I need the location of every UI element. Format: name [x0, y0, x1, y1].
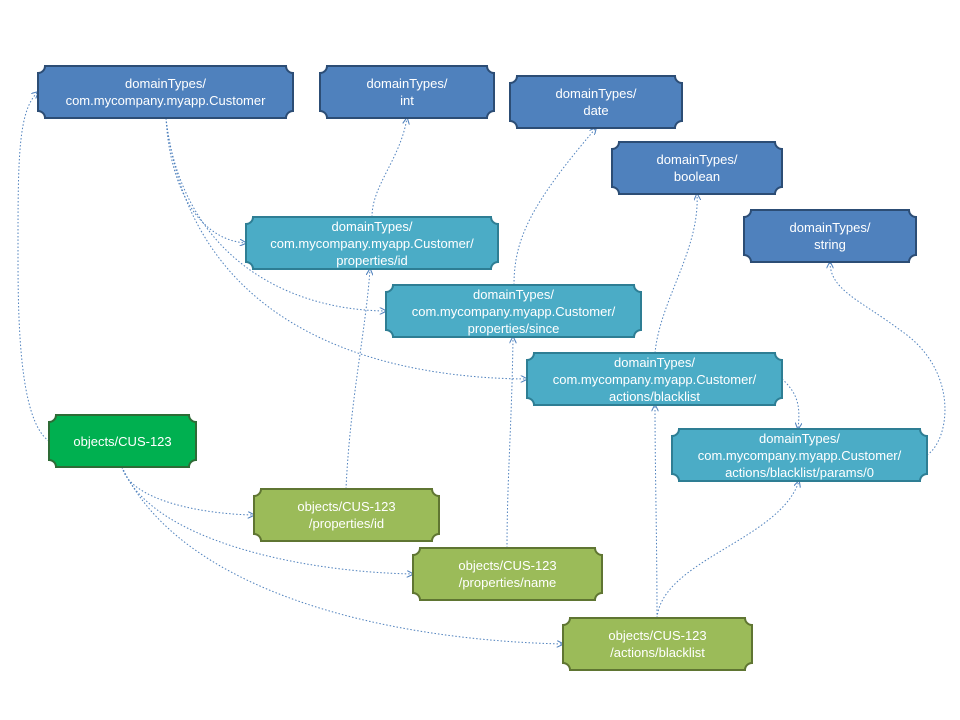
node-obj[interactable]: objects/CUS-123 [48, 414, 197, 468]
node-label-line: domainTypes/ [614, 354, 695, 370]
node-label-line: boolean [673, 169, 721, 184]
node-shape [671, 428, 928, 482]
connector-obj-prop-name-to-prop-since [506, 337, 513, 549]
node-label: domainTypes/boolean [612, 142, 782, 194]
connector-obj-to-obj-action-blacklist [121, 466, 563, 644]
node-label: domainTypes/date [510, 76, 682, 128]
node-action-param0[interactable]: domainTypes/com.mycompany.myapp.Customer… [671, 428, 928, 482]
node-label-line: actions/blacklist [608, 388, 701, 404]
node-label: domainTypes/com.mycompany.myapp.Customer… [527, 353, 782, 405]
node-shape [509, 75, 683, 129]
node-label: domainTypes/com.mycompany.myapp.Customer… [386, 285, 641, 337]
node-int[interactable]: domainTypes/int [319, 65, 495, 119]
node-label-line: properties/id [336, 252, 408, 268]
node-label: domainTypes/string [744, 210, 916, 262]
node-shape [412, 547, 603, 601]
node-action-blacklist[interactable]: domainTypes/com.mycompany.myapp.Customer… [526, 352, 783, 406]
node-label: domainTypes/com.mycompany.myapp.Customer [38, 66, 293, 118]
node-label: objects/CUS-123/properties/id [254, 489, 439, 541]
node-shape [526, 352, 783, 406]
connector-customer-to-prop-id [165, 117, 246, 243]
node-shape [253, 488, 440, 542]
node-shape [48, 414, 197, 468]
node-label-line: /properties/id [308, 516, 385, 531]
node-shape [245, 216, 499, 270]
node-label-line: objects/CUS-123 [73, 433, 172, 449]
node-string[interactable]: domainTypes/string [743, 209, 917, 263]
node-prop-id[interactable]: domainTypes/com.mycompany.myapp.Customer… [245, 216, 499, 270]
connector-obj-to-obj-prop-name [121, 466, 413, 574]
connector-obj-action-blacklist-to-action-blacklist [655, 405, 657, 619]
node-label-line: domainTypes/ [125, 76, 206, 91]
connector-obj-action-blacklist-to-action-param0 [656, 481, 799, 619]
connector-obj-to-obj-prop-id [121, 466, 254, 515]
node-label: objects/CUS-123 [49, 415, 196, 467]
node-label-line: domainTypes/ [331, 218, 413, 234]
node-shape [562, 617, 753, 671]
node-shape [319, 65, 495, 119]
node-label-line: domainTypes/ [789, 220, 871, 235]
connector-obj-to-customer [17, 92, 50, 442]
node-shape [611, 141, 783, 195]
node-label-line: domainTypes/ [473, 286, 554, 302]
node-label-line: com.mycompany.myapp.Customer/ [697, 447, 902, 463]
node-customer[interactable]: domainTypes/com.mycompany.myapp.Customer [37, 65, 294, 119]
connector-customer-to-action-blacklist [165, 117, 527, 379]
node-obj-prop-id[interactable]: objects/CUS-123/properties/id [253, 488, 440, 542]
node-label: domainTypes/com.mycompany.myapp.Customer… [246, 217, 498, 269]
node-label-line: com.mycompany.myapp.Customer/ [270, 235, 474, 251]
node-label: domainTypes/com.mycompany.myapp.Customer… [672, 429, 927, 481]
node-label-line: string [814, 237, 846, 252]
node-label-line: com.mycompany.myapp.Customer/ [411, 303, 616, 319]
node-label-line: actions/blacklist/params/0 [725, 464, 874, 480]
node-label-line: date [583, 103, 609, 118]
node-shape [37, 65, 294, 119]
node-prop-since[interactable]: domainTypes/com.mycompany.myapp.Customer… [385, 284, 642, 338]
node-label-line: com.mycompany.myapp.Customer/ [552, 371, 757, 387]
connector-prop-id-to-int [371, 118, 407, 218]
node-label-line: objects/CUS-123 [608, 628, 707, 643]
connector-prop-since-to-date [513, 128, 596, 286]
node-label: objects/CUS-123/properties/name [413, 548, 602, 600]
node-label-line: domainTypes/ [555, 86, 637, 101]
node-label-line: /properties/name [458, 575, 557, 590]
node-label-line: com.mycompany.myapp.Customer [65, 93, 266, 108]
node-label-line: /actions/blacklist [610, 645, 705, 660]
node-label: domainTypes/int [320, 66, 494, 118]
node-label-line: int [400, 93, 414, 108]
node-label-line: objects/CUS-123 [458, 558, 557, 573]
node-label-line: objects/CUS-123 [297, 499, 396, 514]
connector-customer-to-prop-since [165, 117, 386, 311]
node-boolean[interactable]: domainTypes/boolean [611, 141, 783, 195]
node-label: objects/CUS-123/actions/blacklist [563, 618, 752, 670]
connector-action-param0-to-string [830, 262, 946, 456]
node-label-line: properties/since [467, 320, 560, 336]
node-shape [743, 209, 917, 263]
node-obj-action-blacklist[interactable]: objects/CUS-123/actions/blacklist [562, 617, 753, 671]
node-label-line: domainTypes/ [656, 152, 738, 167]
connector-action-blacklist-to-action-param0 [781, 378, 799, 429]
connector-obj-prop-id-to-prop-id [345, 269, 370, 490]
node-label-line: domainTypes/ [366, 76, 448, 91]
node-date[interactable]: domainTypes/date [509, 75, 683, 129]
node-shape [385, 284, 642, 338]
node-obj-prop-name[interactable]: objects/CUS-123/properties/name [412, 547, 603, 601]
node-label-line: domainTypes/ [759, 430, 840, 446]
connector-action-blacklist-to-boolean [654, 194, 697, 354]
